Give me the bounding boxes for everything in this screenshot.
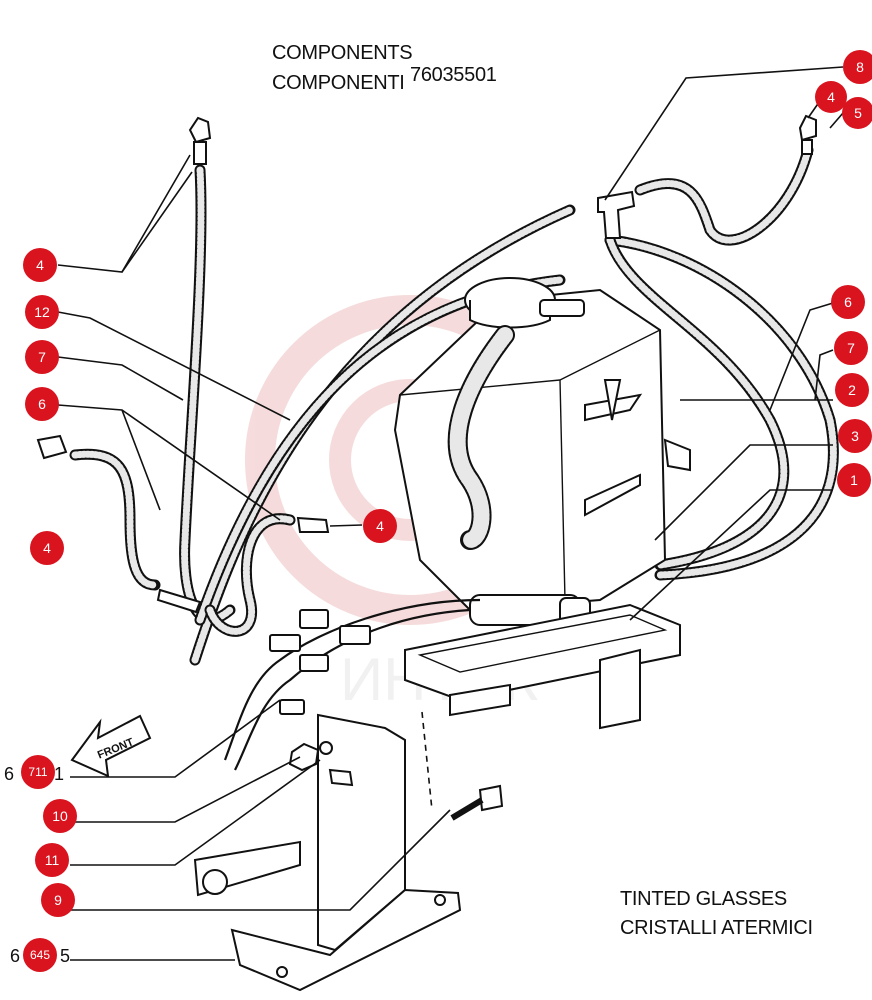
svg-text:4: 4 xyxy=(376,518,384,534)
front-arrow: FRONT xyxy=(70,714,152,778)
callout-5: 5 xyxy=(842,97,872,129)
callout-4-top-right: 4 xyxy=(815,81,847,113)
svg-text:711: 711 xyxy=(28,765,47,779)
svg-text:1: 1 xyxy=(850,472,858,488)
tinted-glasses-label: TINTED GLASSES xyxy=(620,888,787,910)
svg-text:2: 2 xyxy=(848,382,856,398)
wiring-harness xyxy=(223,598,481,771)
callout-6-right: 6 xyxy=(831,285,865,319)
support-bracket xyxy=(193,713,462,992)
hose-right-inner xyxy=(604,234,790,571)
svg-text:8: 8 xyxy=(856,59,864,75)
washer-reservoir xyxy=(393,277,691,612)
svg-text:4: 4 xyxy=(43,540,51,556)
part-number: 76035501 xyxy=(410,64,497,86)
svg-text:11: 11 xyxy=(45,852,60,868)
connector-lower-left xyxy=(156,588,202,614)
svg-text:6: 6 xyxy=(38,396,46,412)
svg-text:7: 7 xyxy=(847,340,855,356)
connector-mid xyxy=(296,516,330,533)
svg-text:4: 4 xyxy=(827,89,835,105)
svg-text:6: 6 xyxy=(844,294,852,310)
svg-text:5: 5 xyxy=(854,105,862,121)
callout-645: 645 xyxy=(23,938,57,972)
ref-prefix-2: 6 xyxy=(10,946,20,966)
callout-4-mid: 4 xyxy=(363,509,397,543)
cristalli-atermici-label: CRISTALLI ATERMICI xyxy=(620,917,813,939)
svg-text:4: 4 xyxy=(36,257,44,273)
bolt xyxy=(450,784,504,821)
svg-text:10: 10 xyxy=(52,808,68,824)
leader-lines xyxy=(57,66,844,961)
callout-4-left-bottom: 4 xyxy=(30,531,64,565)
ref-suffix-2: 5 xyxy=(60,946,70,966)
callout-1: 1 xyxy=(837,463,871,497)
header-components-it: COMPONENTI xyxy=(272,72,405,94)
callout-7-left: 7 xyxy=(25,340,59,374)
t-connector xyxy=(597,190,636,239)
callout-711: 711 xyxy=(21,755,55,789)
callout-3: 3 xyxy=(838,419,872,453)
nozzle-top-right xyxy=(798,114,817,155)
hose-loop-mid xyxy=(204,513,296,637)
callout-2: 2 xyxy=(835,373,869,407)
hose-left-short xyxy=(69,448,161,591)
svg-text:645: 645 xyxy=(30,948,50,962)
header-components-en: COMPONENTS xyxy=(272,42,413,64)
svg-text:9: 9 xyxy=(54,892,62,908)
connector-left xyxy=(36,434,68,460)
svg-text:3: 3 xyxy=(851,428,859,444)
callout-9: 9 xyxy=(41,883,75,917)
mounting-tray xyxy=(404,603,681,730)
callout-6-left: 6 xyxy=(25,387,59,421)
hose-right-top xyxy=(634,144,814,246)
callout-8: 8 xyxy=(843,50,872,84)
hose-right-outer xyxy=(604,234,839,581)
callout-4-left-top: 4 xyxy=(23,248,57,282)
nut xyxy=(288,741,333,772)
callout-10: 10 xyxy=(43,799,77,833)
callout-7-right: 7 xyxy=(834,331,868,365)
svg-text:7: 7 xyxy=(38,349,46,365)
ref-suffix-1: 1 xyxy=(54,764,64,784)
svg-text:12: 12 xyxy=(34,304,50,320)
callout-12: 12 xyxy=(25,295,59,329)
callout-11: 11 xyxy=(35,843,69,877)
ref-prefix-1: 6 xyxy=(4,764,14,784)
nozzle-top-left xyxy=(188,116,212,165)
